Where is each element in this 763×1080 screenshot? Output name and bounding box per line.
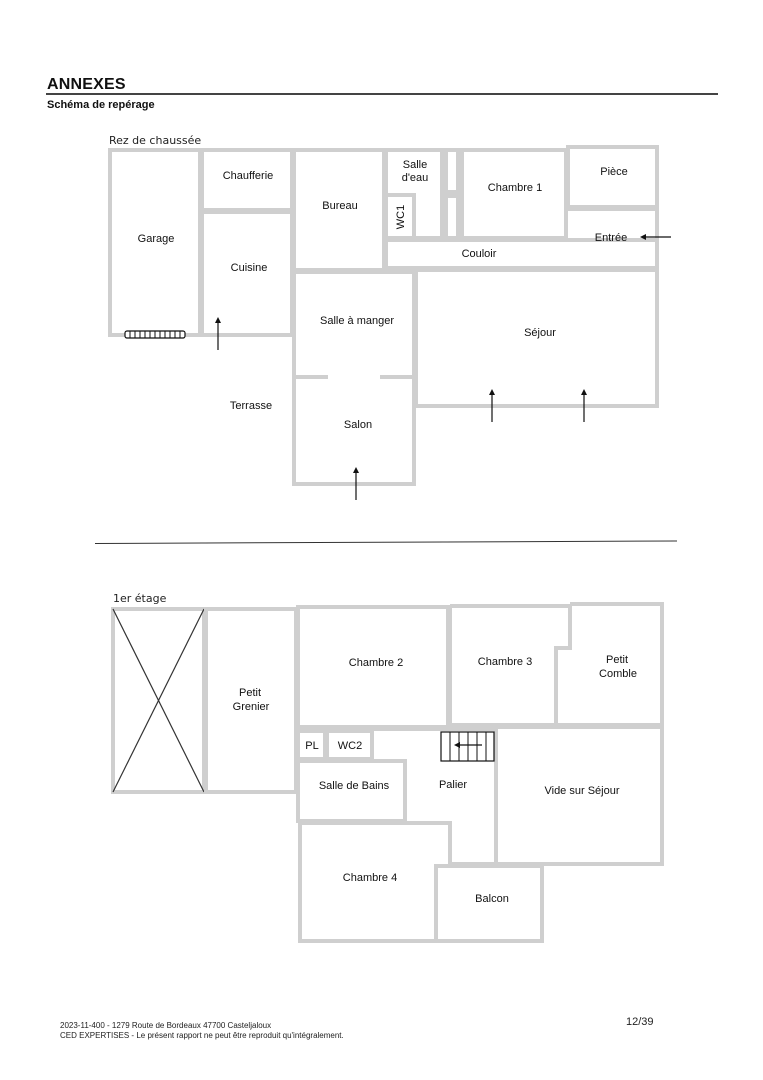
first-floor-label: 1er étage [113, 592, 167, 605]
cross-icon [112, 608, 205, 793]
footer: 2023-11-400 - 1279 Route de Bordeaux 477… [60, 1021, 344, 1041]
label-wc2: WC2 [338, 740, 362, 752]
room-chambre-1 [460, 148, 568, 240]
page-title: ANNEXES [47, 76, 126, 93]
label-salle-deau-line1: Salle [403, 159, 427, 171]
label-chaufferie: Chaufferie [223, 170, 274, 182]
footer-line-1: 2023-11-400 - 1279 Route de Bordeaux 477… [60, 1021, 272, 1030]
label-couloir: Couloir [462, 248, 497, 260]
label-piece: Pièce [600, 166, 628, 178]
duct [444, 194, 460, 240]
label-pl: PL [305, 740, 318, 752]
label-petit-grenier-line2: Grenier [233, 701, 270, 713]
ground-floor-label: Rez de chaussée [109, 134, 202, 147]
label-salle-de-bains: Salle de Bains [319, 780, 390, 792]
label-salon: Salon [344, 419, 372, 431]
label-terrasse: Terrasse [230, 400, 272, 412]
page-number: 12/39 [626, 1016, 654, 1028]
room-balcon [434, 864, 544, 943]
label-garage: Garage [138, 233, 175, 245]
label-chambre-4: Chambre 4 [343, 872, 397, 884]
label-petit-comble-line2: Comble [599, 668, 637, 680]
label-entree: Entrée [595, 232, 627, 244]
label-sejour: Séjour [524, 327, 556, 339]
label-palier: Palier [439, 779, 467, 791]
label-chambre-1: Chambre 1 [488, 182, 542, 194]
duct [444, 148, 460, 194]
footer-line-2: CED EXPERTISES - Le présent rapport ne p… [60, 1031, 344, 1040]
label-cuisine: Cuisine [231, 262, 268, 274]
room-vide-sur-sejour [494, 725, 664, 866]
stairs-icon [440, 731, 495, 762]
label-salle-a-manger: Salle à manger [320, 315, 394, 327]
ground-floor-plan: Garage Chaufferie Cuisine Bureau Salle d… [108, 145, 671, 500]
label-petit-grenier-line1: Petit [239, 687, 261, 699]
room-sejour [414, 268, 659, 408]
label-bureau: Bureau [322, 200, 357, 212]
label-chambre-3: Chambre 3 [478, 656, 532, 668]
page-subtitle: Schéma de repérage [47, 99, 155, 111]
first-floor-plan: Petit Grenier Chambre 2 Chambre 3 Petit … [111, 602, 664, 943]
label-balcon: Balcon [475, 893, 509, 905]
label-wc1: WC1 [395, 205, 407, 229]
room-couloir [384, 238, 659, 270]
label-salle-deau-line2: d'eau [402, 172, 429, 184]
label-petit-comble-line1: Petit [606, 654, 628, 666]
label-vide-sur-sejour: Vide sur Séjour [544, 785, 619, 797]
title-rule [46, 93, 718, 95]
label-chambre-2: Chambre 2 [349, 657, 403, 669]
